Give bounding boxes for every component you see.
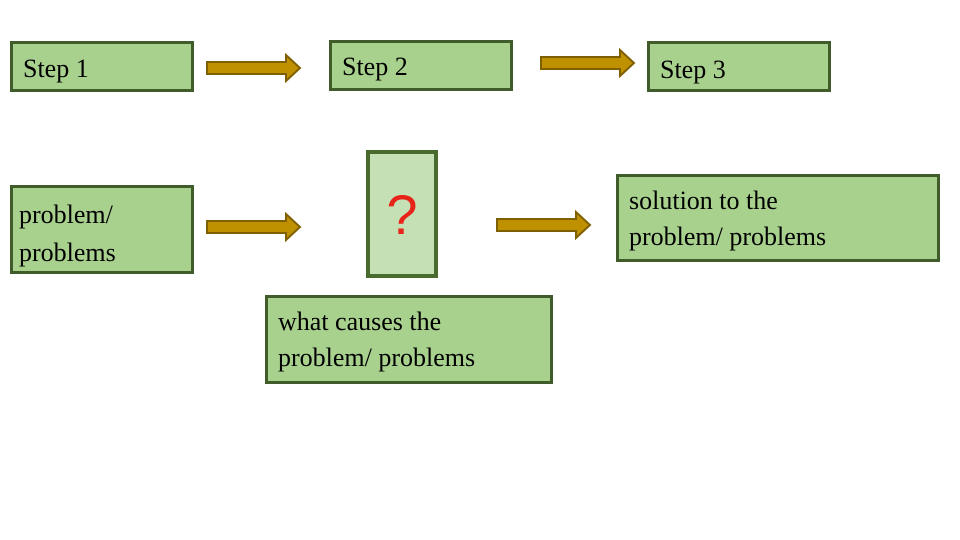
unknown-box: ? bbox=[366, 150, 438, 278]
solution-line-1: solution to the bbox=[629, 186, 778, 215]
solution-line-2: problem/ problems bbox=[629, 222, 827, 252]
step-3-label: Step 3 bbox=[660, 55, 726, 84]
arrow-step2-to-step3 bbox=[540, 48, 636, 78]
solution-box: solution to the problem/ problems bbox=[616, 174, 940, 262]
step-1-box: Step 1 bbox=[10, 41, 194, 92]
problem-box: problem/ problems bbox=[10, 185, 194, 274]
cause-box: what causes the problem/ problems bbox=[265, 295, 553, 384]
cause-line-2: problem/ problems bbox=[278, 343, 476, 373]
problem-line-2: problems bbox=[19, 237, 116, 267]
cause-line-1: what causes the bbox=[278, 307, 442, 336]
arrow-problem-to-question bbox=[206, 212, 302, 242]
arrow-step1-to-step2 bbox=[206, 53, 302, 83]
arrow-question-to-solution bbox=[496, 210, 592, 240]
step-2-label: Step 2 bbox=[342, 52, 408, 81]
step-1-label: Step 1 bbox=[23, 54, 89, 83]
step-2-box: Step 2 bbox=[329, 40, 513, 91]
step-3-box: Step 3 bbox=[647, 41, 831, 92]
question-mark-icon: ? bbox=[386, 182, 418, 246]
problem-line-1: problem/ bbox=[19, 200, 113, 229]
